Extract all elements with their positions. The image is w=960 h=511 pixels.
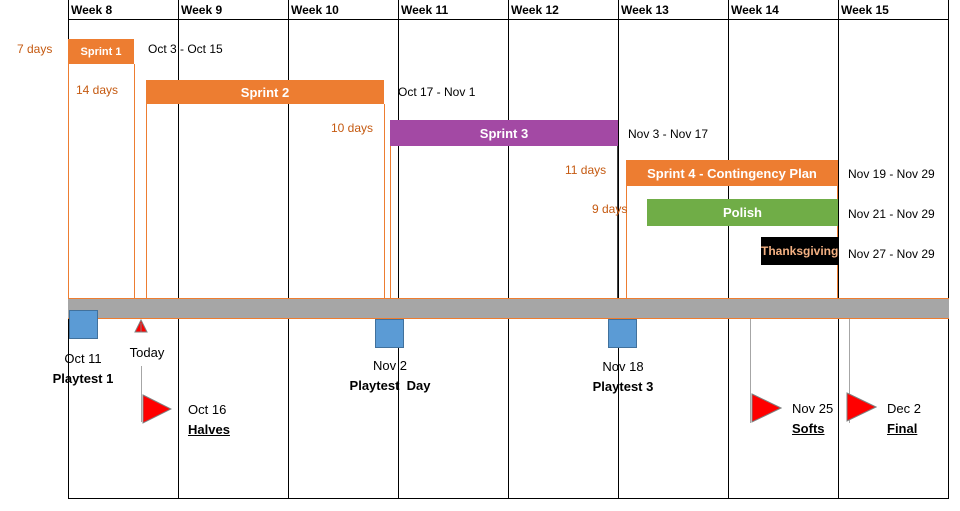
week-header-12: Week 12 xyxy=(511,3,559,17)
softs-flag-pole xyxy=(750,319,751,423)
final-flag-icon xyxy=(846,392,877,422)
week-divider xyxy=(618,0,619,499)
week-header-15: Week 15 xyxy=(841,3,889,17)
thanksgiving-label: Thanksgiving xyxy=(761,244,838,258)
sprint-3-bar: Sprint 3 xyxy=(390,120,618,146)
week-divider xyxy=(948,0,949,499)
polish-bar: Polish xyxy=(647,199,838,226)
halves-flag-pole xyxy=(141,366,142,422)
softs-flag-icon xyxy=(751,393,782,423)
week-divider xyxy=(178,0,179,499)
polish-label: Polish xyxy=(722,205,762,220)
playtest-2-date: Nov 2 xyxy=(373,358,407,373)
sprint-4-duration: 11 days xyxy=(565,163,607,177)
sprint-3-start-connector xyxy=(390,146,391,298)
week-header-8: Week 8 xyxy=(71,3,113,17)
final-date: Dec 2 xyxy=(887,401,921,416)
week-divider xyxy=(398,0,399,499)
sprint-3-label: Sprint 3 xyxy=(479,125,529,141)
week-divider xyxy=(728,0,729,499)
playtest-3-date: Nov 18 xyxy=(602,359,644,374)
sprint-1-label: Sprint 1 xyxy=(80,45,122,58)
thanksgiving-range: Nov 27 - Nov 29 xyxy=(848,247,935,261)
week-header-9: Week 9 xyxy=(181,3,223,17)
sprint-2-duration: 14 days xyxy=(76,83,119,97)
playtest-2-marker xyxy=(375,319,404,348)
polish-duration: 9 days xyxy=(592,202,628,216)
sprint-4-label: Sprint 4 - Contingency Plan xyxy=(647,165,817,181)
week-divider xyxy=(508,0,509,499)
sprint-3-range: Nov 3 - Nov 17 xyxy=(628,127,709,141)
sprint-1-start-connector xyxy=(68,64,69,298)
sprint-4-start-connector xyxy=(626,186,627,298)
week-header-14: Week 14 xyxy=(731,3,779,17)
sprint-4-bar: Sprint 4 - Contingency Plan xyxy=(626,160,838,186)
playtest-1-date: Oct 11 xyxy=(64,351,102,366)
sprint-2-bar: Sprint 2 xyxy=(146,80,384,104)
timeline-bar xyxy=(68,298,949,319)
sprint-1-bar: Sprint 1 xyxy=(68,39,134,64)
sprint-2-end-connector xyxy=(384,104,385,298)
week-divider xyxy=(288,0,289,499)
halves-date: Oct 16 xyxy=(188,402,227,417)
final-name: Final xyxy=(887,421,918,436)
final-flag-pole xyxy=(849,319,850,423)
today-label: Today xyxy=(129,345,165,360)
sprint-1-range: Oct 3 - Oct 15 xyxy=(148,42,223,56)
sprint-4-range: Nov 19 - Nov 29 xyxy=(848,167,935,181)
softs-name: Softs xyxy=(792,421,825,436)
sprint-3-end-connector xyxy=(617,146,618,298)
sprint-2-label: Sprint 2 xyxy=(240,84,290,100)
playtest-2-name: Playtest Day xyxy=(349,378,431,393)
polish-range: Nov 21 - Nov 29 xyxy=(848,207,935,221)
softs-date: Nov 25 xyxy=(792,401,834,416)
playtest-1-name: Playtest 1 xyxy=(52,371,114,386)
week-divider xyxy=(838,0,839,499)
halves-flag-icon xyxy=(142,394,172,424)
week-header-13: Week 13 xyxy=(621,3,669,17)
week-header-10: Week 10 xyxy=(291,3,339,17)
sprint-2-range: Oct 17 - Nov 1 xyxy=(398,85,476,99)
playtest-3-name: Playtest 3 xyxy=(592,379,654,394)
halves-name: Halves xyxy=(188,422,230,437)
today-marker-icon xyxy=(134,319,148,333)
week-header-11: Week 11 xyxy=(401,3,449,17)
thanksgiving-bar: Thanksgiving xyxy=(761,237,838,265)
sprint-1-end-connector xyxy=(134,64,135,298)
playtest-1-marker xyxy=(69,310,98,339)
sprint-3-duration: 10 days xyxy=(331,121,374,135)
sprint-1-duration: 7 days xyxy=(17,42,53,56)
playtest-3-marker xyxy=(608,319,637,348)
sprint-2-start-connector xyxy=(146,104,147,298)
